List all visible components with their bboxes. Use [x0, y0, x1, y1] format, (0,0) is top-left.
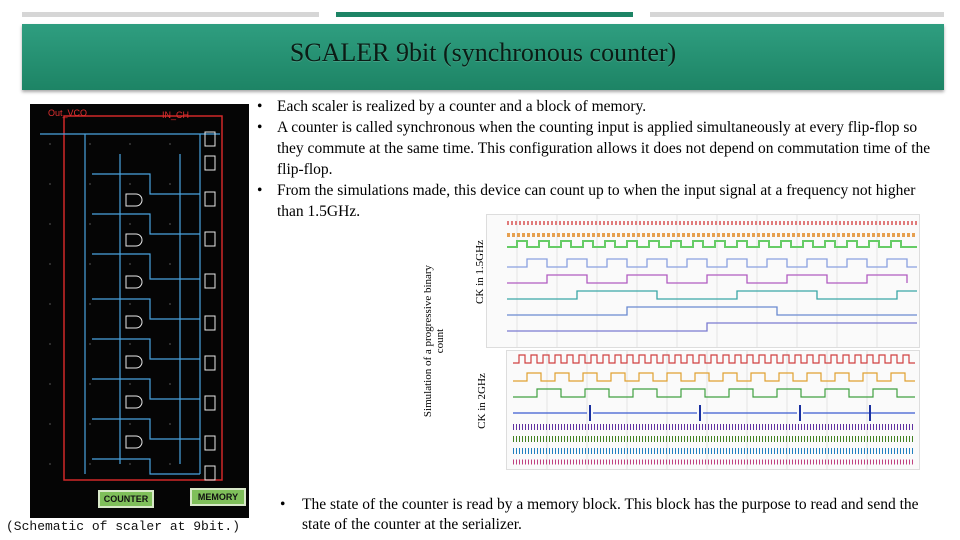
slide-title: SCALER 9bit (synchronous counter)	[289, 38, 677, 67]
waveform-1-plot	[507, 215, 917, 347]
schematic-image: Out_VCO IN_CH COUNTER MEMORY	[30, 104, 249, 518]
bullet-item-3: From the simulations made, this device c…	[255, 180, 945, 222]
top-bar-right	[650, 12, 944, 17]
waveform-2ghz	[506, 350, 920, 470]
bullet-list: Each scaler is realized by a counter and…	[255, 96, 945, 222]
schematic-counter-block: COUNTER	[98, 490, 154, 508]
schematic-label-out-vco: Out_VCO	[48, 108, 88, 118]
simulation-caption: Simulation of a progressive binary count	[418, 258, 466, 426]
schematic-diagram	[40, 115, 223, 481]
simulation-caption-text: Simulation of a progressive binary count	[422, 264, 446, 418]
title-bar	[22, 24, 944, 90]
waveform-2-label: CK in 2GHz	[476, 373, 488, 429]
bottom-bullet-text: The state of the counter is read by a me…	[302, 496, 919, 533]
schematic-memory-block: MEMORY	[190, 488, 246, 506]
waveform-1-5ghz	[486, 214, 920, 348]
schematic-caption: (Schematic of scaler at 9bit.)	[6, 519, 241, 534]
top-bar-center	[336, 12, 633, 17]
top-bar-left	[22, 12, 319, 17]
waveform-2-plot	[513, 351, 915, 469]
bottom-bullet-marker: •	[280, 496, 286, 513]
bullet-item-1: Each scaler is realized by a counter and…	[255, 96, 945, 117]
bullet-item-2: A counter is called synchronous when the…	[255, 117, 945, 180]
waveform-1-label: CK in 1.5GHz	[474, 240, 486, 304]
schematic-label-in-ch: IN_CH	[162, 110, 190, 120]
